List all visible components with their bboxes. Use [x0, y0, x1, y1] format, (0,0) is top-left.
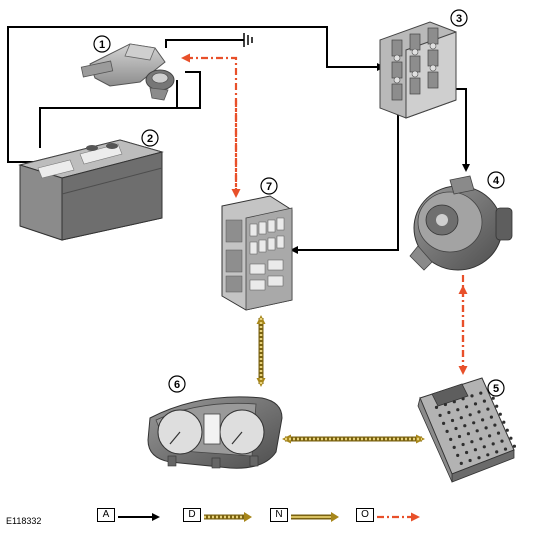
svg-text:1: 1 — [99, 39, 105, 51]
ecm-pin-dot — [454, 427, 457, 430]
callout-7: 7 — [261, 178, 277, 194]
ecm-pin-dot — [444, 403, 447, 406]
ground-icon — [244, 33, 252, 47]
ecm-pin-dot — [476, 429, 479, 432]
svg-text:4: 4 — [493, 175, 500, 187]
ecm-pin-dot — [462, 443, 465, 446]
ecm-pin-dot — [492, 397, 495, 400]
ecm-pin-dot — [435, 406, 438, 409]
ecm-pin-dot — [509, 437, 512, 440]
svg-text:7: 7 — [266, 181, 272, 193]
ecm-pin-dot — [460, 462, 463, 465]
ecm-pin-dot — [495, 450, 498, 453]
svg-text:5: 5 — [493, 383, 499, 395]
ecm-pin-dot — [492, 442, 495, 445]
ecm-pin-dot — [485, 426, 488, 429]
ecm-pin-dot — [470, 440, 473, 443]
ecm-pin-dot — [477, 410, 480, 413]
ecm-pin-dot — [506, 429, 509, 432]
alternator-component — [410, 176, 512, 270]
body-control-module-component — [222, 196, 292, 310]
ecm-pin-dot — [481, 418, 484, 421]
ecm-pin-dot — [483, 445, 486, 448]
ecm-pin-dot — [469, 413, 472, 416]
legend-key-o: O — [356, 508, 374, 522]
ecm-pin-dot — [467, 432, 470, 435]
ecm-pin-dot — [449, 438, 452, 441]
ecm-pin-dot — [447, 411, 450, 414]
ecm-pin-dot — [497, 432, 500, 435]
callout-1: 1 — [94, 36, 110, 52]
ecm-pin-dot — [488, 434, 491, 437]
ecm-pin-dot — [465, 451, 468, 454]
figure-reference: E118332 — [6, 516, 41, 526]
ecm-pin-dot — [439, 414, 442, 417]
svg-text:6: 6 — [174, 379, 180, 391]
svg-text:3: 3 — [456, 13, 462, 25]
ecm-pin-dot — [463, 424, 466, 427]
ecm-pin-dot — [465, 405, 468, 408]
ecm-pin-dot — [479, 437, 482, 440]
ecm-pin-dot — [479, 392, 482, 395]
callout-3: 3 — [451, 10, 467, 26]
battery-component — [20, 140, 162, 240]
ecm-pin-dot — [490, 416, 493, 419]
ecm-pin-dot — [495, 405, 498, 408]
ecm-pin-dot — [502, 421, 505, 424]
fuse-box-component — [380, 22, 456, 118]
ecm-pin-dot — [483, 400, 486, 403]
ecm-pin-dot — [453, 400, 456, 403]
ecm-pin-dot — [472, 421, 475, 424]
ecm-pin-dot — [493, 424, 496, 427]
ecm-pin-dot — [486, 453, 489, 456]
ecm-pin-dot — [500, 440, 503, 443]
ecm-pin-dot — [453, 446, 456, 449]
ecm-pin-dot — [513, 445, 516, 448]
ecm-pin-dot — [451, 419, 454, 422]
ecm-pin-dot — [504, 448, 507, 451]
legend-key-a: A — [97, 508, 115, 522]
ecm-pin-dot — [460, 416, 463, 419]
ecm-pin-dot — [456, 454, 459, 457]
ecm-pin-dot — [442, 422, 445, 425]
instrument-cluster-component — [148, 397, 282, 468]
ecm-pin-dot — [462, 397, 465, 400]
legend-key-n: N — [270, 508, 288, 522]
callout-2: 2 — [142, 130, 158, 146]
ecm-pin-dot — [458, 435, 461, 438]
ecm-pin-dot — [477, 456, 480, 459]
ecm-pin-dot — [486, 408, 489, 411]
callout-6: 6 — [169, 376, 185, 392]
ecm-pin-dot — [446, 430, 449, 433]
ecm-pin-dot — [499, 413, 502, 416]
ecm-pin-dot — [469, 459, 472, 462]
ecm-pin-dot — [470, 394, 473, 397]
ecm-pin-dot — [474, 448, 477, 451]
battery-terminal-component — [81, 44, 174, 100]
legend-key-d: D — [183, 508, 201, 522]
callout-5: 5 — [488, 380, 504, 396]
ecm-pin-dot — [474, 402, 477, 405]
circuits-gold — [261, 318, 422, 439]
ecm-pin-dot — [456, 408, 459, 411]
svg-text:2: 2 — [147, 133, 153, 145]
callout-4: 4 — [488, 172, 504, 188]
